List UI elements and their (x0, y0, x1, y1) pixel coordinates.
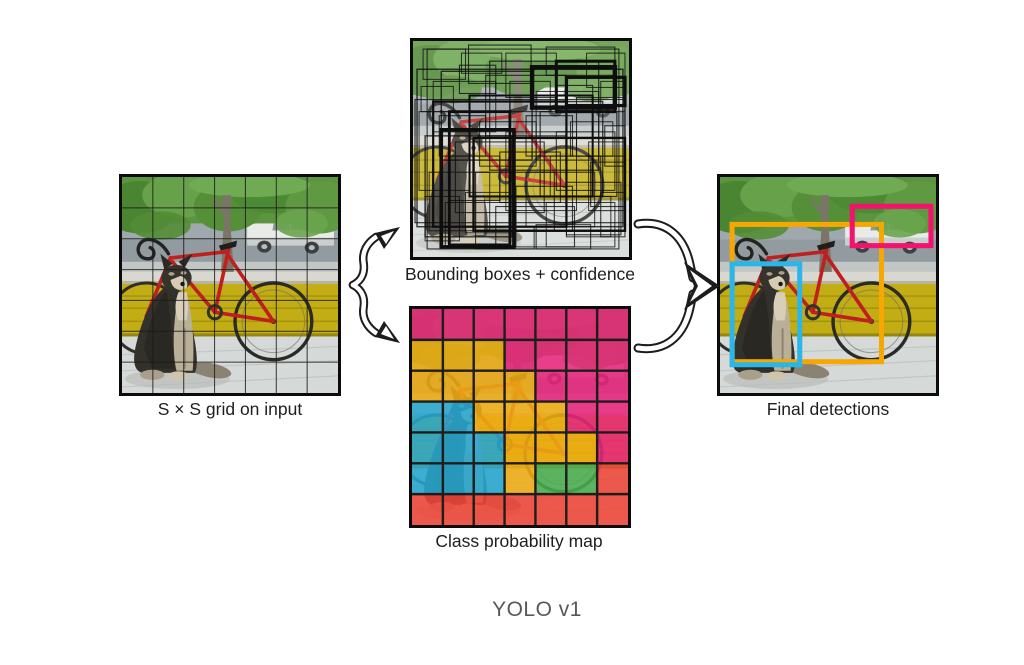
merge-arrow (630, 216, 722, 356)
bounding-boxes-image (413, 41, 629, 257)
classmap-cells-overlay (412, 309, 628, 525)
panel-class-probability-map (409, 306, 631, 528)
final-detections-image (720, 177, 936, 393)
caption-final-detections: Final detections (766, 399, 890, 419)
split-arrow (348, 224, 406, 346)
caption-grid-input: S × S grid on input (157, 399, 303, 419)
caption-bounding-boxes: Bounding boxes + confidence (404, 264, 636, 284)
panel-grid-input (119, 174, 341, 396)
classmap-grid-overlay (412, 309, 628, 525)
caption-class-probability-map: Class probability map (435, 531, 603, 551)
panel-bounding-boxes (410, 38, 632, 260)
sxs-grid-overlay (122, 177, 338, 393)
panel-final-detections (717, 174, 939, 396)
detections-overlay (729, 203, 934, 368)
class-probability-image (412, 309, 628, 525)
diagram-title: YOLO v1 (492, 598, 582, 621)
grid-input-image (122, 177, 338, 393)
bbox-overlay (414, 44, 627, 250)
